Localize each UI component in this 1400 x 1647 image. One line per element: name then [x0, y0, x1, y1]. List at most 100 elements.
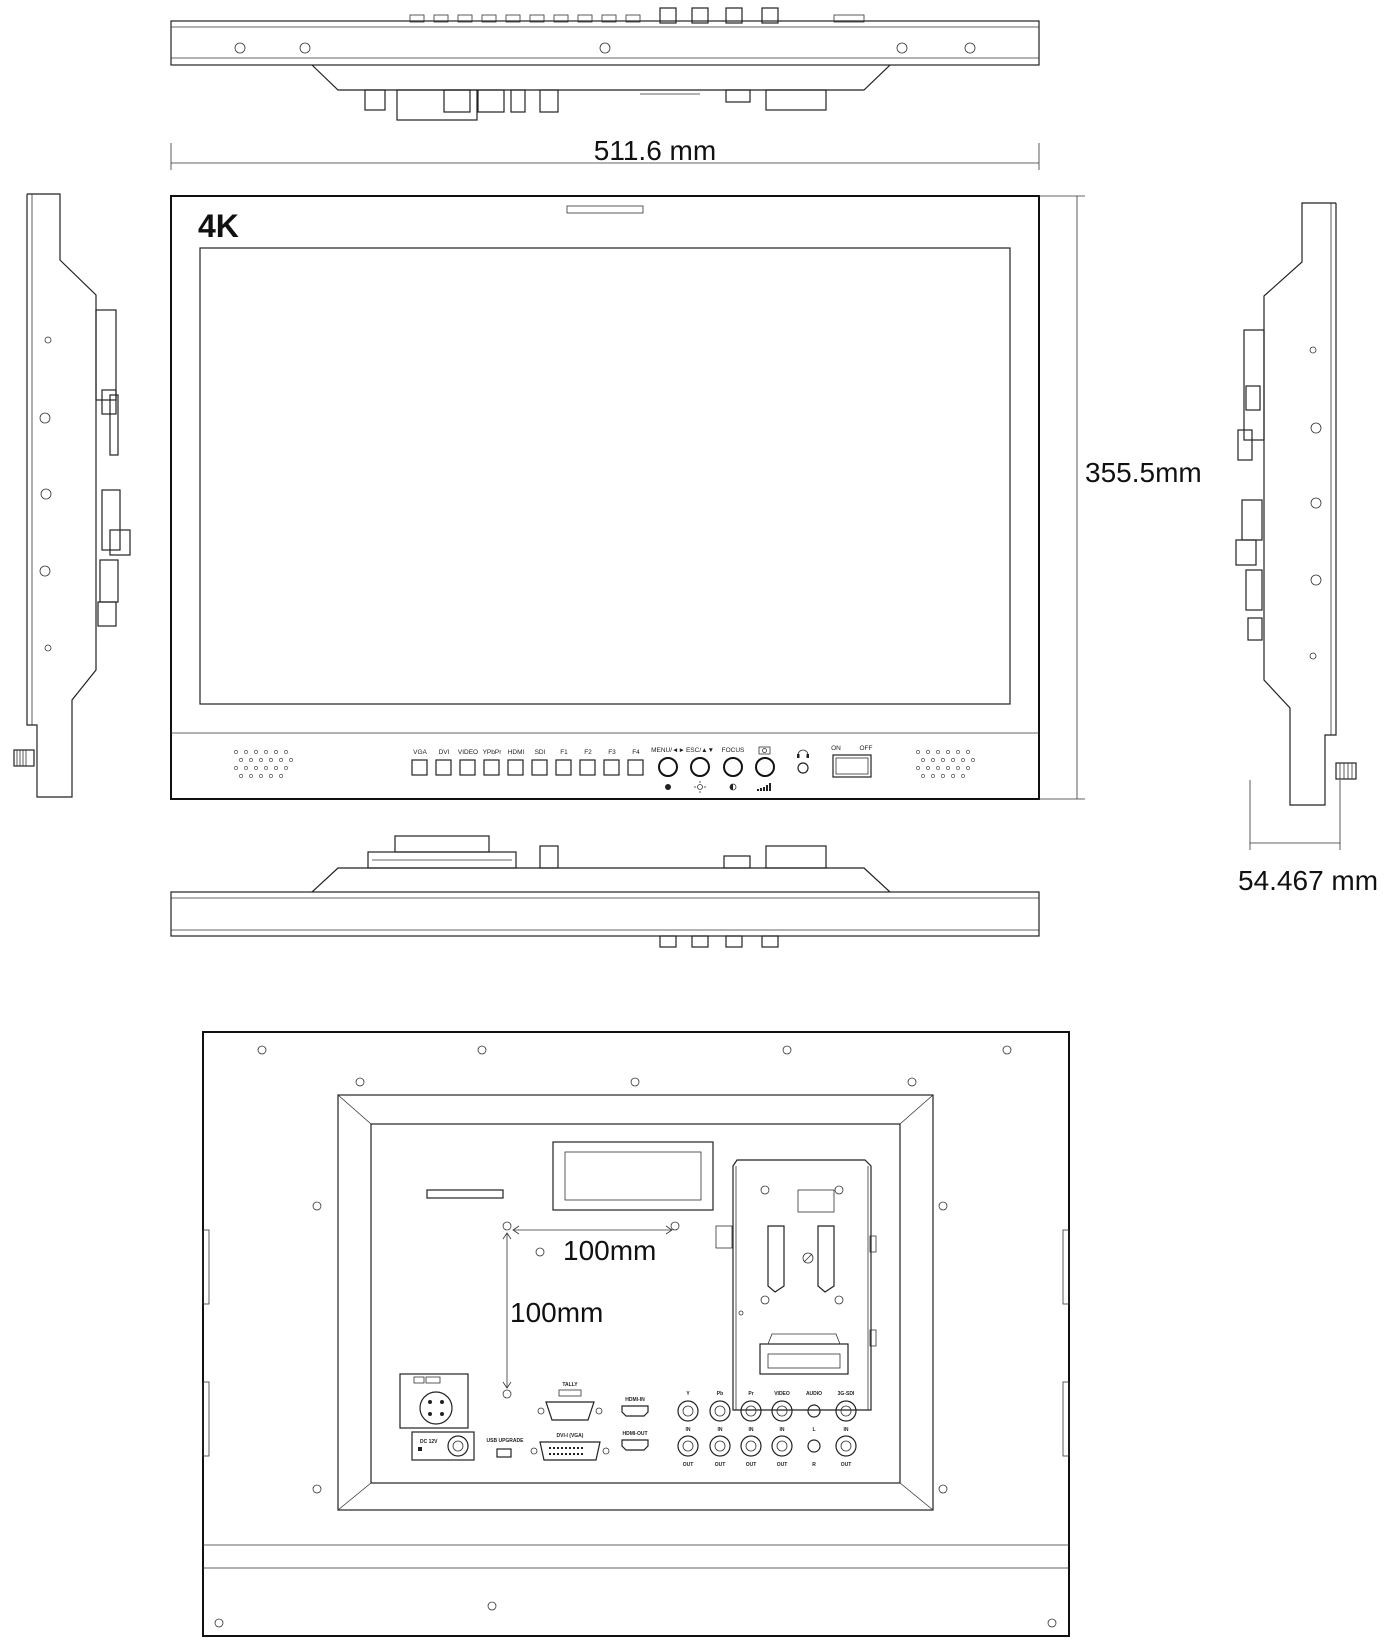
f1-button[interactable] — [555, 759, 572, 776]
vesa-hole-top-left — [502, 1221, 512, 1231]
esc-knob[interactable] — [690, 757, 710, 777]
depth-dimension: 54.467 mm — [1238, 780, 1378, 896]
pr-out-connector[interactable] — [740, 1435, 762, 1457]
dvi-button[interactable] — [435, 759, 452, 776]
pb-in-label: IN — [718, 1427, 723, 1433]
bnc-label-y: Y — [686, 1391, 690, 1397]
button-label-sdi: SDI — [535, 749, 546, 756]
sdi-in-connector[interactable] — [835, 1400, 857, 1422]
height-label: 355.5mm — [1085, 457, 1202, 488]
pb-in-connector[interactable] — [709, 1400, 731, 1422]
usb-upgrade-label: USB UPGRADE — [487, 1438, 525, 1444]
power-rocker[interactable] — [835, 757, 869, 775]
pr-in-label: IN — [749, 1427, 754, 1433]
top-view-knobs — [659, 7, 779, 24]
top-view — [170, 7, 1040, 121]
audio-r-jack[interactable] — [807, 1439, 821, 1453]
y-in-connector[interactable] — [677, 1400, 699, 1422]
hdmi-button[interactable] — [507, 759, 524, 776]
4k-badge: 4K — [198, 208, 239, 244]
y-out-connector[interactable] — [677, 1435, 699, 1457]
xlr-power-connector[interactable] — [419, 1391, 453, 1425]
left-speaker-grill — [234, 750, 293, 778]
knob-label-focus: FOCUS — [722, 747, 745, 754]
sdi-button[interactable] — [531, 759, 548, 776]
bnc-label-video: VIDEO — [774, 1391, 790, 1397]
bnc-label-pr: Pr — [748, 1391, 753, 1397]
menu-knob[interactable] — [658, 757, 678, 777]
hdmi-out-label: HDMI-OUT — [623, 1431, 648, 1437]
tally-label: TALLY — [562, 1382, 578, 1388]
volume-bars-icon — [757, 783, 771, 791]
width-dimension: 511.6 mm — [170, 135, 1040, 170]
dc-barrel-jack[interactable] — [447, 1435, 469, 1457]
bnc-connector-grid: Y Pb Pr VIDEO AUDIO 3G-SDI IN IN IN IN L… — [677, 1391, 857, 1468]
f4-button[interactable] — [627, 759, 644, 776]
tally-port[interactable] — [545, 1401, 595, 1421]
headphone-jack[interactable] — [797, 762, 809, 774]
vesa-hole-top-right — [670, 1221, 680, 1231]
top-view-buttons — [409, 14, 641, 23]
hdmi-in-label: HDMI-IN — [625, 1397, 645, 1403]
screen-area — [199, 247, 1011, 705]
width-label: 511.6 mm — [594, 135, 716, 166]
button-label-vga: VGA — [413, 749, 427, 756]
knob-label-esc: ESC/▲▼ — [686, 747, 714, 754]
pr-out-label: OUT — [746, 1462, 757, 1468]
knob-row: MENU/◄► ESC/▲▼ FOCUS — [651, 746, 809, 793]
vga-button[interactable] — [411, 759, 428, 776]
vesa-vertical-label: 100mm — [510, 1297, 603, 1328]
sdi-out-connector[interactable] — [835, 1435, 857, 1457]
vesa-hole-bottom-left — [502, 1389, 512, 1399]
dvi-port[interactable] — [539, 1441, 601, 1461]
audio-l-label: L — [812, 1427, 815, 1433]
video-out-connector[interactable] — [771, 1435, 793, 1457]
knob-label-menu: MENU/◄► — [651, 747, 685, 754]
power-input-block: DC 12V — [399, 1373, 475, 1461]
height-dimension: 355.5mm — [1039, 195, 1202, 800]
usb-upgrade-port[interactable] — [496, 1448, 512, 1458]
f2-button[interactable] — [579, 759, 596, 776]
hdmi-out-port[interactable] — [621, 1439, 649, 1451]
button-label-hdmi: HDMI — [508, 749, 525, 756]
power-off-label: OFF — [860, 745, 873, 752]
button-label-f3: F3 — [608, 749, 616, 756]
rear-view: 100mm 100mm — [202, 1031, 1070, 1637]
button-label-ypbpr: YPbPr — [483, 749, 503, 756]
right-speaker-grill — [916, 750, 975, 778]
audio-r-label: R — [812, 1462, 816, 1468]
camera-icon — [758, 746, 771, 755]
audio-l-jack[interactable] — [807, 1404, 821, 1418]
sdi-in-label: IN — [844, 1427, 849, 1433]
headphone-icon — [797, 749, 809, 758]
power-on-label: ON — [831, 745, 841, 752]
pr-in-connector[interactable] — [740, 1400, 762, 1422]
button-label-video: VIDEO — [458, 749, 478, 756]
f3-button[interactable] — [603, 759, 620, 776]
pb-out-connector[interactable] — [709, 1435, 731, 1457]
dc-label: DC 12V — [420, 1439, 438, 1445]
bottom-view-knobs — [659, 935, 779, 948]
video-button[interactable] — [459, 759, 476, 776]
input-button-row: VGA DVI VIDEO YPbPr HDMI SDI F1 F2 F3 F4 — [411, 749, 644, 776]
bnc-label-pb: Pb — [717, 1391, 723, 1397]
v-mount-battery-plate — [715, 1159, 877, 1411]
y-out-label: OUT — [683, 1462, 694, 1468]
right-side-view — [1235, 202, 1357, 806]
ypbpr-button[interactable] — [483, 759, 500, 776]
video-in-connector[interactable] — [771, 1400, 793, 1422]
power-switch: ON OFF — [831, 745, 873, 778]
hdmi-in-port[interactable] — [621, 1405, 649, 1417]
volume-knob[interactable] — [755, 757, 775, 777]
video-in-label: IN — [780, 1427, 785, 1433]
bnc-label-sdi: 3G-SDI — [838, 1391, 855, 1397]
pb-out-label: OUT — [715, 1462, 726, 1468]
vesa-horizontal-label: 100mm — [563, 1235, 656, 1266]
contrast-icon — [665, 784, 671, 790]
contrast-half-icon — [729, 783, 737, 791]
left-side-view — [13, 193, 131, 798]
button-label-f2: F2 — [584, 749, 592, 756]
button-label-dvi: DVI — [439, 749, 450, 756]
focus-knob[interactable] — [723, 757, 743, 777]
